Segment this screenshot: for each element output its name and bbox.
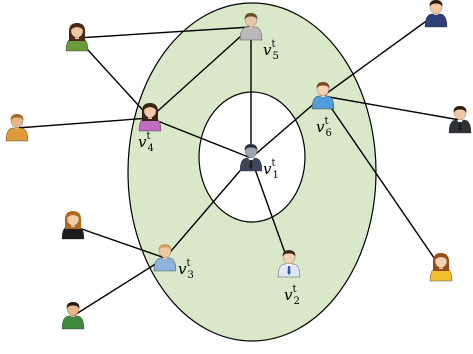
label-superscript: t xyxy=(146,131,150,142)
label-base: v xyxy=(263,41,272,59)
businessman-icon xyxy=(239,144,263,172)
businessman-icon xyxy=(448,106,472,134)
label-base: v xyxy=(178,260,187,278)
label-superscript: t xyxy=(186,258,190,269)
label-base: v xyxy=(316,118,325,136)
label-subscript: 6 xyxy=(326,128,332,139)
man-icon xyxy=(424,0,448,28)
edge-p_b-v4 xyxy=(16,117,151,129)
woman-icon xyxy=(429,253,453,282)
label-subscript: 4 xyxy=(148,143,154,154)
woman-icon xyxy=(65,23,89,52)
label-superscript: t xyxy=(324,116,328,127)
label-base: v xyxy=(138,133,147,151)
woman-icon xyxy=(61,211,85,240)
man-icon xyxy=(239,13,263,41)
edge-p_e-v6 xyxy=(322,13,437,97)
man-tie-icon xyxy=(277,250,301,278)
edge-v6-v1 xyxy=(250,95,324,159)
edge-v1-v2 xyxy=(250,157,290,265)
edge-v6-p_f xyxy=(322,95,461,121)
edge-v5-v4 xyxy=(149,26,252,119)
man-icon xyxy=(153,244,177,272)
node-layer xyxy=(5,0,472,330)
edge-p_a-v4 xyxy=(76,37,151,119)
man-icon xyxy=(61,302,85,330)
woman-icon xyxy=(138,103,162,132)
edge-v6-p_g xyxy=(322,95,442,269)
edge-v4-v1 xyxy=(149,117,252,159)
edge-p_d-v3 xyxy=(72,257,166,317)
label-subscript: 3 xyxy=(188,270,194,281)
edge-p_c-v3 xyxy=(72,225,166,259)
label-superscript: t xyxy=(271,39,275,50)
edge-layer xyxy=(16,13,461,317)
label-superscript: t xyxy=(271,158,275,169)
man-icon xyxy=(311,82,335,110)
label-subscript: 5 xyxy=(273,51,279,62)
label-base: v xyxy=(284,286,293,304)
label-subscript: 1 xyxy=(273,170,279,181)
man-icon xyxy=(5,114,29,142)
label-base: v xyxy=(263,160,272,178)
edge-p_a-v5 xyxy=(76,26,252,39)
label-subscript: 2 xyxy=(294,296,300,307)
edge-v1-v3 xyxy=(164,157,252,259)
label-superscript: t xyxy=(292,284,296,295)
